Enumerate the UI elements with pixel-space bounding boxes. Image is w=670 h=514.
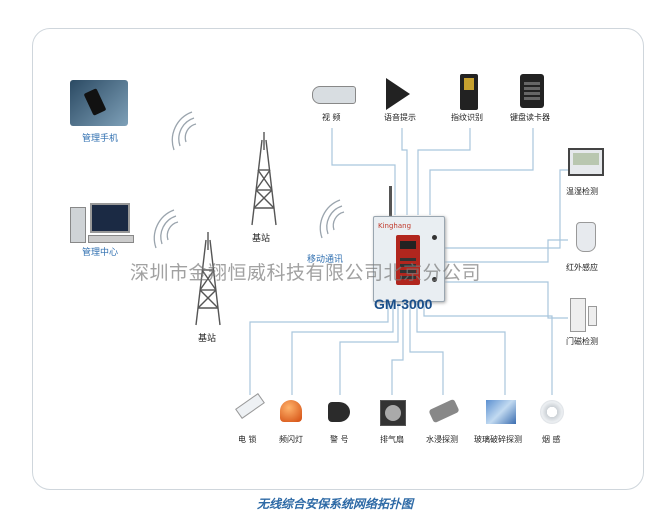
- infrared-icon: [576, 222, 596, 252]
- device-label-fan: 排气扇: [380, 435, 404, 444]
- controller-box: [373, 216, 445, 302]
- center-label: 管理中心: [82, 248, 119, 258]
- phone-icon: [70, 80, 128, 126]
- tower-1: [251, 132, 277, 226]
- smoke-icon: [540, 400, 564, 424]
- computer-icon: [70, 203, 134, 243]
- tower-2: [195, 232, 221, 326]
- watermark-text: 深圳市金翔恒威科技有限公司北京分公司: [130, 262, 482, 284]
- diagram-caption: 无线综合安保系统网络拓扑图: [256, 497, 413, 511]
- device-label-strobe: 频闪灯: [279, 435, 303, 444]
- siren-icon: [328, 402, 350, 422]
- device-label-glass: 玻璃破碎探测: [474, 435, 522, 444]
- station1-label: 基站: [252, 234, 271, 244]
- controller-brand: Kinghang: [378, 222, 412, 230]
- device-label-infrared: 红外感应: [566, 263, 598, 272]
- mobile-label: 移动通讯: [307, 255, 344, 265]
- device-label-temp: 温湿检测: [566, 187, 598, 196]
- device-label-fingerprint: 指纹识别: [451, 113, 483, 122]
- device-label-voice: 语音提示: [384, 113, 416, 122]
- keypad-icon: [520, 74, 544, 108]
- thermo-icon: [568, 148, 604, 176]
- strobe-icon: [280, 400, 302, 422]
- fan-icon: [380, 400, 406, 426]
- device-label-lock: 电 锁: [238, 435, 257, 444]
- controller-model: GM-3000: [374, 296, 433, 312]
- device-label-siren: 警 号: [330, 435, 349, 444]
- glass-icon: [486, 400, 516, 424]
- device-label-water: 水浸探测: [426, 435, 458, 444]
- camera-icon: [312, 86, 356, 104]
- phone-label: 管理手机: [82, 134, 119, 144]
- device-label-video: 视 频: [322, 113, 341, 122]
- device-label-door: 门磁检测: [566, 337, 598, 346]
- device-label-keypad: 键盘读卡器: [510, 113, 550, 122]
- fingerprint-icon: [460, 74, 478, 110]
- door-sensor-icon: [570, 298, 597, 332]
- speaker-icon: [386, 78, 410, 110]
- controller-antenna: [389, 186, 392, 218]
- device-label-smoke: 烟 感: [542, 435, 561, 444]
- station2-label: 基站: [198, 334, 217, 344]
